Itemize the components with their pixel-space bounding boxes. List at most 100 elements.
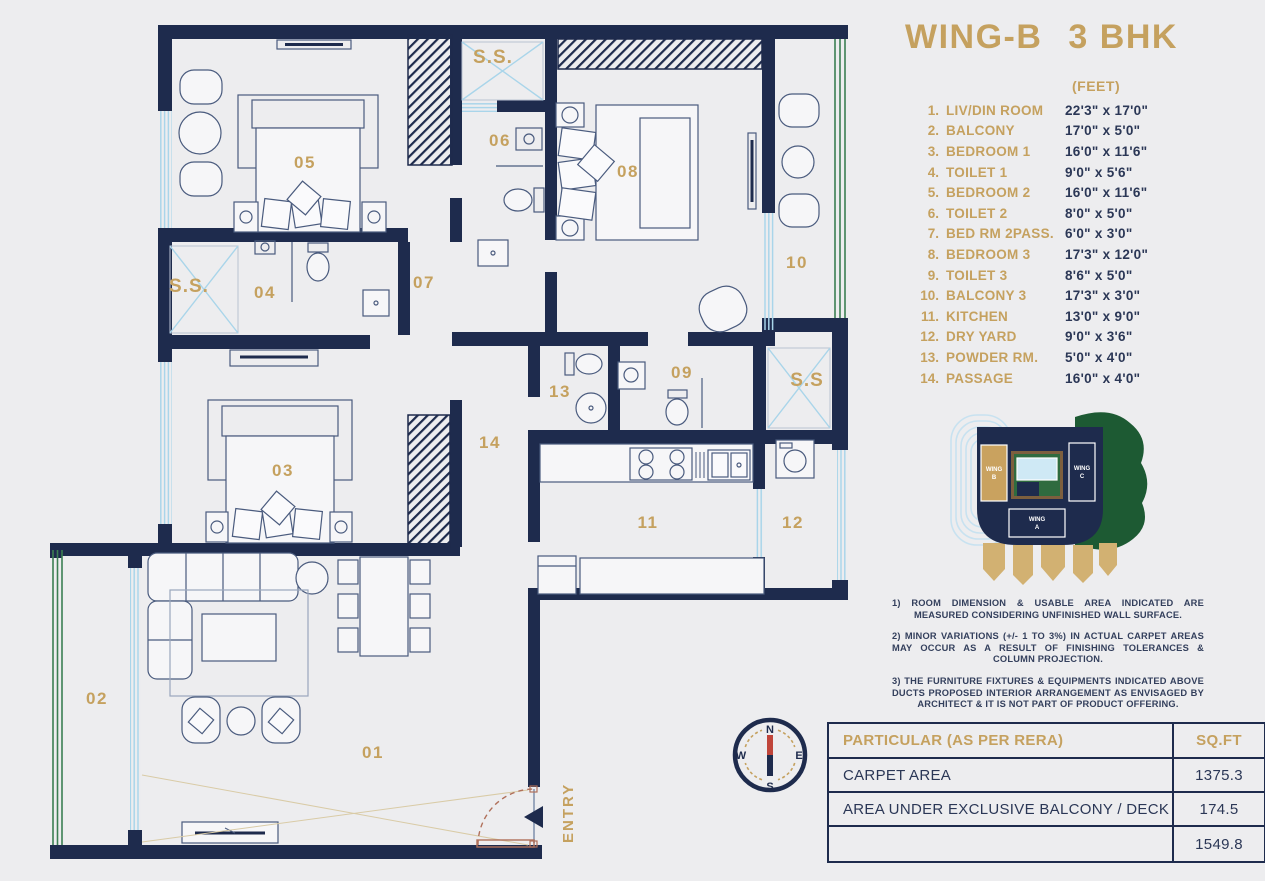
room-size: 8'6" x 5'0" <box>1065 267 1133 283</box>
table-header-particular: PARTICULAR (AS PER RERA) <box>829 724 1174 759</box>
wardrobes <box>407 34 763 548</box>
room-size: 13'0" x 9'0" <box>1065 308 1141 324</box>
note-1: 1) ROOM DIMENSION & USABLE AREA INDICATE… <box>892 598 1204 620</box>
compass-s: S <box>766 781 773 793</box>
room-number: 5. <box>927 185 939 201</box>
room-name: POWDER RM. <box>946 349 1039 365</box>
room-size: 8'0" x 5'0" <box>1065 205 1133 221</box>
room-number: 3. <box>927 143 939 159</box>
room-name: BALCONY 3 <box>946 288 1027 304</box>
room-number: 7. <box>927 226 939 242</box>
walls <box>50 25 848 859</box>
room-list-item: 14. PASSAGE 16'0" x 4'0" <box>880 368 1265 389</box>
ground-shapes <box>983 543 1117 585</box>
sight-lines <box>141 774 529 846</box>
room-name: PASSAGE <box>946 370 1014 386</box>
table-cell-total <box>829 827 1174 861</box>
room-name: BALCONY <box>946 123 1015 139</box>
room-label-12: 12 <box>782 513 804 532</box>
compass-w: W <box>736 750 747 762</box>
compass-n: N <box>766 724 774 736</box>
room-number: 13. <box>920 349 939 365</box>
room-label-14: 14 <box>479 433 501 452</box>
room-name: DRY YARD <box>946 329 1017 345</box>
note-3: 3) THE FURNITURE FIXTURES & EQUIPMENTS I… <box>892 675 1204 710</box>
entry-arrow-icon <box>524 806 543 828</box>
floor-plan: 01 02 03 04 05 06 07 08 09 10 11 12 13 1… <box>50 25 848 859</box>
room-label-06: 06 <box>489 131 511 150</box>
room-name: BEDROOM 2 <box>946 185 1031 201</box>
room-name: LIV/DIN ROOM <box>946 102 1044 118</box>
room-number: 9. <box>927 267 939 283</box>
room-size: 6'0" x 3'0" <box>1065 226 1133 242</box>
room-name: BED RM 2PASS. <box>946 226 1054 242</box>
room-name: BEDROOM 3 <box>946 246 1031 262</box>
courtyard-deck <box>1017 482 1039 496</box>
room-label-03: 03 <box>272 461 294 480</box>
table-header-sqft: SQ.FT <box>1174 724 1264 759</box>
ss-label-left: S.S. <box>169 276 209 297</box>
room-name: KITCHEN <box>946 308 1009 324</box>
room-name: BEDROOM 1 <box>946 143 1031 159</box>
room-label-01: 01 <box>362 743 384 762</box>
room-list-item: 8. BEDROOM 3 17'3" x 12'0" <box>880 244 1265 265</box>
room-label-07: 07 <box>413 273 435 292</box>
windows <box>130 101 846 830</box>
table-cell-total-value: 1549.8 <box>1195 835 1243 853</box>
room-name: TOILET 1 <box>946 164 1008 180</box>
table-cell-carpet-area: CARPET AREA <box>829 759 1174 793</box>
room-list: 1. LIV/DIN ROOM 22'3" x 17'0" 2. BALCONY 17'… <box>880 100 1265 388</box>
compass-e: E <box>795 750 802 762</box>
wing-b-block <box>980 444 1008 502</box>
room-number: 1. <box>927 102 939 118</box>
title-bhk: 3 BHK <box>1068 18 1178 56</box>
wing-c-block <box>1068 442 1096 502</box>
room-number: 6. <box>927 205 939 221</box>
room-label-11: 11 <box>638 513 659 532</box>
furniture <box>147 39 820 844</box>
room-name: TOILET 2 <box>946 205 1008 221</box>
room-number: 14. <box>920 370 939 386</box>
room-number: 2. <box>927 123 939 139</box>
pool <box>1016 457 1058 481</box>
room-label-05: 05 <box>294 153 316 172</box>
room-size: 9'0" x 5'6" <box>1065 164 1133 180</box>
room-size: 16'0" x 4'0" <box>1065 370 1141 386</box>
disclaimer-notes: 1) ROOM DIMENSION & USABLE AREA INDICATE… <box>892 598 1204 721</box>
room-number: 11. <box>920 308 939 324</box>
room-number: 10. <box>920 288 939 304</box>
room-number: 12. <box>920 329 939 345</box>
room-label-10: 10 <box>786 253 808 272</box>
room-list-item: 6. TOILET 2 8'0" x 5'0" <box>880 203 1265 224</box>
ss-label-top: S.S. <box>473 47 513 68</box>
room-list-item: 7. BED RM 2PASS. 6'0" x 3'0" <box>880 224 1265 245</box>
room-list-item: 13. POWDER RM. 5'0" x 4'0" <box>880 347 1265 368</box>
room-list-item: 11. KITCHEN 13'0" x 9'0" <box>880 306 1265 327</box>
wing-a-block <box>1008 508 1066 538</box>
room-size: 22'3" x 17'0" <box>1065 102 1149 118</box>
room-number: 8. <box>927 246 939 262</box>
unit-header: (FEET) <box>1072 78 1121 94</box>
room-size: 17'3" x 12'0" <box>1065 246 1149 262</box>
table-cell-carpet-area-value: 1375.3 <box>1174 759 1264 793</box>
room-label-04: 04 <box>254 283 276 302</box>
note-2: 2) MINOR VARIATIONS (+/- 1 TO 3%) IN ACT… <box>892 631 1204 665</box>
room-label-08: 08 <box>617 162 639 181</box>
service-shafts <box>169 41 831 429</box>
room-list-item: 1. LIV/DIN ROOM 22'3" x 17'0" <box>880 100 1265 121</box>
balcony-railings <box>52 39 846 845</box>
room-size: 5'0" x 4'0" <box>1065 349 1133 365</box>
room-size: 16'0" x 11'6" <box>1065 143 1148 159</box>
entry-label: ENTRY <box>560 783 577 843</box>
compass-needle-north <box>767 735 773 755</box>
